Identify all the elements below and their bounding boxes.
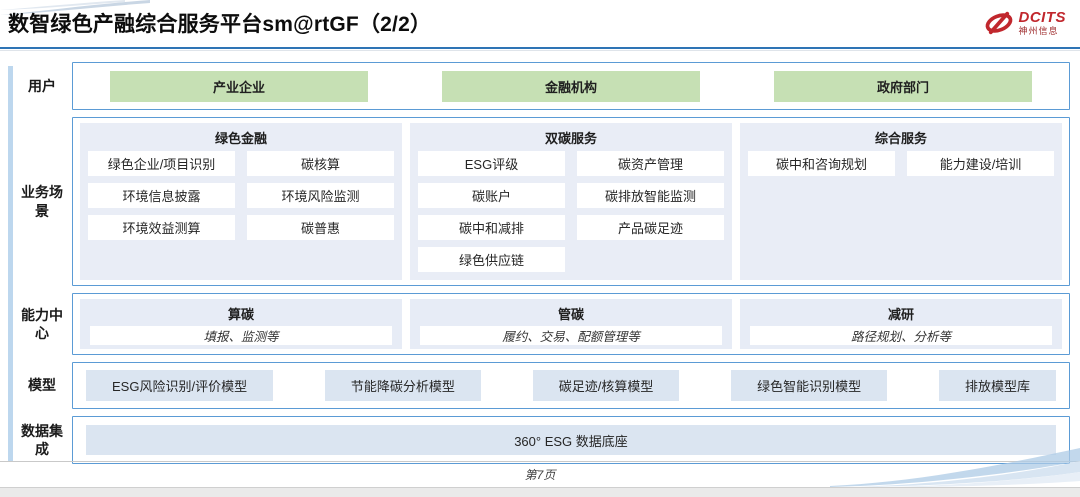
bottom-right-swoosh-decoration <box>830 448 1080 487</box>
capability-box-calc-carbon: 算碳 填报、监测等 <box>80 299 402 349</box>
models-row: ESG风险识别/评价模型 节能降碳分析模型 碳足迹/核算模型 绿色智能识别模型 … <box>72 362 1070 409</box>
scenario-column-green-finance: 绿色金融 绿色企业/项目识别 碳核算 环境信息披露 环境风险监测 环境效益测算 … <box>80 123 402 280</box>
scenarios-row: 绿色金融 绿色企业/项目识别 碳核算 环境信息披露 环境风险监测 环境效益测算 … <box>72 117 1070 286</box>
scenario-item: 环境风险监测 <box>247 183 394 208</box>
scenario-column-dual-carbon: 双碳服务 ESG评级 碳资产管理 碳账户 碳排放智能监测 碳中和减排 产品碳足迹… <box>410 123 732 280</box>
row-label-users: 用户 <box>28 77 56 94</box>
scenario-column-title: 绿色金融 <box>214 131 267 146</box>
scenario-item: 能力建设/培训 <box>907 151 1054 176</box>
company-logo: DCITS 神州信息 <box>984 10 1067 36</box>
row-label-capabilities: 能力中心 <box>21 306 63 341</box>
scenario-item: 碳普惠 <box>247 215 394 240</box>
capability-box-manage-carbon: 管碳 履约、交易、配额管理等 <box>410 299 732 349</box>
page-number: 第7页 <box>524 468 556 482</box>
scenario-item: 碳中和咨询规划 <box>748 151 895 176</box>
capability-desc: 履约、交易、配额管理等 <box>420 326 722 345</box>
capability-desc: 填报、监测等 <box>90 326 392 345</box>
top-left-swoosh-decoration <box>0 0 150 15</box>
model-box: 排放模型库 <box>938 370 1056 401</box>
capability-title: 管碳 <box>557 307 584 322</box>
scenario-item: 环境信息披露 <box>88 183 235 208</box>
row-label-scenarios: 业务场景 <box>21 184 63 219</box>
scenario-item: 碳中和减排 <box>418 215 565 240</box>
scenario-item: 产品碳足迹 <box>577 215 724 240</box>
title-underline <box>0 47 1080 49</box>
dcits-swirl-icon <box>985 11 1012 35</box>
scenario-column-title: 综合服务 <box>874 131 927 146</box>
scenario-item: ESG评级 <box>418 151 565 176</box>
data-integration-row: 360° ESG 数据底座 <box>72 416 1070 464</box>
users-row: 产业企业 金融机构 政府部门 <box>72 62 1070 110</box>
scenario-item: 环境效益测算 <box>88 215 235 240</box>
logo-brand: DCITS <box>1018 9 1066 26</box>
data-base-box: 360° ESG 数据底座 <box>86 425 1056 455</box>
capability-title: 算碳 <box>227 307 254 322</box>
logo-text: DCITS 神州信息 <box>1019 10 1067 36</box>
scenario-item: 碳核算 <box>247 151 394 176</box>
user-box-finance: 金融机构 <box>441 70 701 102</box>
diagram-content: 用户 产业企业 金融机构 政府部门 业务场景 绿色金融 绿色企业/项目识别 碳核… <box>8 62 1070 464</box>
logo-subtitle: 神州信息 <box>1018 26 1059 36</box>
page-title: 数智绿色产融综合服务平台sm@rtGF（2/2） <box>8 13 432 36</box>
scenario-column-comprehensive: 综合服务 碳中和咨询规划 能力建设/培训 <box>740 123 1062 280</box>
model-box: 节能降碳分析模型 <box>324 370 481 401</box>
title-underline-shadow <box>0 50 1080 51</box>
model-box: 碳足迹/核算模型 <box>532 370 680 401</box>
scenario-column-title: 双碳服务 <box>544 131 597 146</box>
user-box-industry: 产业企业 <box>109 70 369 102</box>
capability-desc: 路径规划、分析等 <box>750 326 1052 345</box>
model-box: ESG风险识别/评价模型 <box>86 370 274 401</box>
left-accent-bar <box>8 66 13 462</box>
scenario-item: 碳账户 <box>418 183 565 208</box>
slide-bottom-margin <box>0 487 1080 497</box>
model-box: 绿色智能识别模型 <box>731 370 888 401</box>
row-label-models: 模型 <box>28 377 56 394</box>
capability-box-reduce-research: 减研 路径规划、分析等 <box>740 299 1062 349</box>
scenario-item: 碳排放智能监测 <box>577 183 724 208</box>
capability-title: 减研 <box>887 307 914 322</box>
row-label-data-integration: 数据集成 <box>21 422 63 457</box>
scenario-item: 碳资产管理 <box>577 151 724 176</box>
scenario-item: 绿色供应链 <box>418 247 565 272</box>
user-box-government: 政府部门 <box>773 70 1033 102</box>
footer-divider <box>0 461 1080 462</box>
capabilities-row: 算碳 填报、监测等 管碳 履约、交易、配额管理等 减研 路径规划、分析等 <box>72 293 1070 355</box>
scenario-item: 绿色企业/项目识别 <box>88 151 235 176</box>
